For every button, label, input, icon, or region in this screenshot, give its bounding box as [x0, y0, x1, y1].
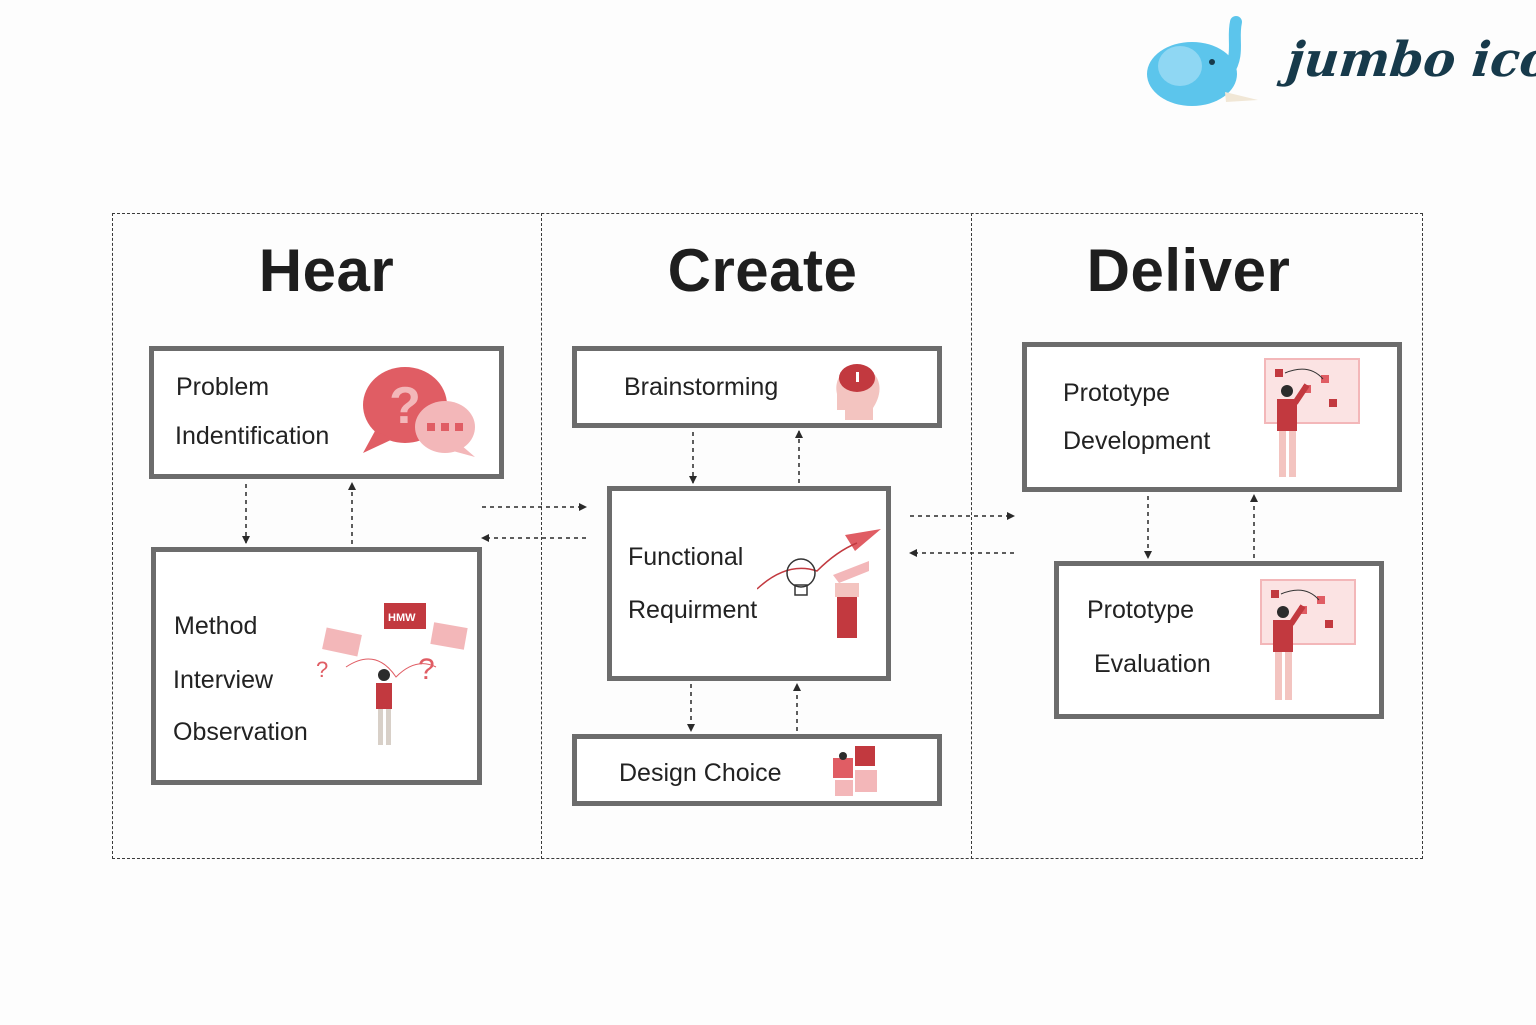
design-choice-label: Design Choice: [619, 759, 782, 787]
heading-create: Create: [667, 237, 858, 304]
svg-text:?: ?: [418, 653, 435, 686]
method-label-line2: Interview: [173, 666, 274, 694]
elephant-icon: [1147, 16, 1258, 106]
problem-label-line1: Problem: [176, 373, 270, 401]
functional-requirement-box: Functional Requirment: [607, 486, 891, 681]
method-box: Method Interview Observation ? ? HMW: [151, 547, 482, 785]
method-label-line3: Observation: [173, 718, 308, 746]
design-choice-box: Design Choice: [572, 734, 942, 806]
prototype-evaluation-box: Prototype Evaluation: [1054, 561, 1384, 719]
puzzle-icon: [833, 746, 877, 796]
hmw-tag: HMW: [388, 612, 416, 624]
diagram-frame: [112, 213, 1423, 859]
problem-label-line2: Indentification: [175, 422, 330, 450]
brain-head-icon: [836, 364, 880, 420]
development-label-line2: Development: [1063, 427, 1211, 455]
hmw-person-icon: ? ?: [316, 603, 468, 745]
functional-label-line1: Functional: [628, 543, 744, 571]
column-divider-2: [971, 213, 972, 859]
whiteboard-person-icon: [1264, 358, 1360, 477]
whiteboard-person-icon: [1260, 579, 1356, 700]
lightbulb-hand-icon: [757, 529, 881, 638]
heading-deliver: Deliver: [1086, 237, 1291, 304]
evaluation-label-line1: Prototype: [1087, 596, 1195, 624]
brainstorming-box: Brainstorming: [572, 346, 942, 428]
problem-identification-box: Problem Indentification ?: [149, 346, 504, 479]
svg-text:?: ?: [316, 657, 328, 682]
evaluation-label-line2: Evaluation: [1094, 650, 1211, 678]
development-label-line1: Prototype: [1063, 379, 1171, 407]
functional-label-line2: Requirment: [628, 596, 758, 624]
prototype-development-box: Prototype Development: [1022, 342, 1402, 492]
brainstorming-label: Brainstorming: [624, 373, 779, 401]
method-label-line1: Method: [174, 612, 258, 640]
column-divider-1: [541, 213, 542, 859]
heading-hear: Hear: [258, 237, 395, 304]
question-chat-icon: ?: [363, 367, 475, 457]
